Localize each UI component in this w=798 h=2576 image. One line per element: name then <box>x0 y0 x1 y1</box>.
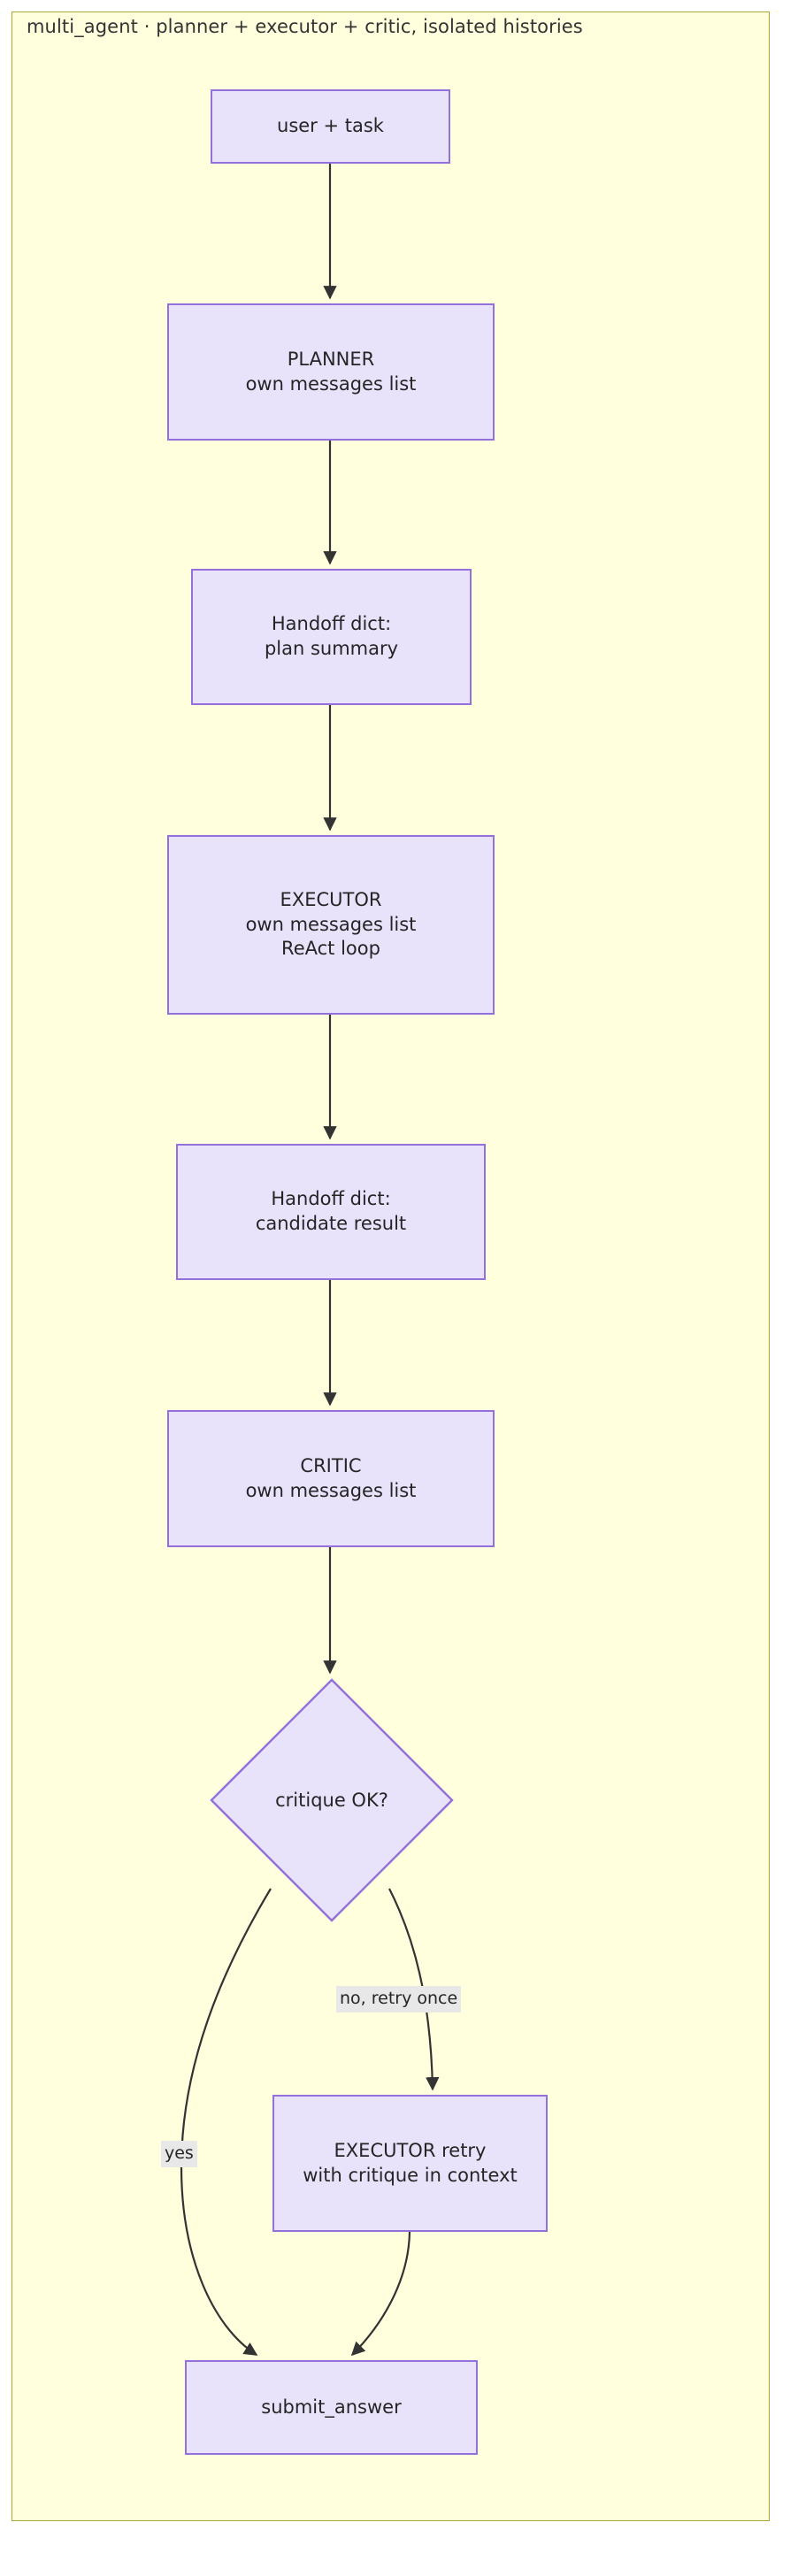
subgraph-title: multi_agent · planner + executor + criti… <box>27 16 583 37</box>
edge-critique-ok-to-executor-retry <box>388 1888 440 2091</box>
node-submit-answer[interactable]: submit_answer <box>185 2360 478 2455</box>
node-critique-ok[interactable]: critique OK? <box>210 1678 454 1922</box>
node-handoff-result-line-1: Handoff dict: <box>271 1188 391 1210</box>
node-critic-line-1: CRITIC <box>300 1454 362 1476</box>
node-handoff-result[interactable]: Handoff dict: candidate result <box>176 1144 486 1280</box>
node-executor-retry-line-2: with critique in context <box>303 2164 518 2186</box>
node-handoff-plan-line-1: Handoff dict: <box>271 613 392 635</box>
node-planner-line-1: PLANNER <box>287 348 375 370</box>
edge-label-yes: yes <box>161 2141 197 2167</box>
edge-critique-ok-to-submit-yes <box>180 1888 272 2356</box>
node-handoff-result-line-2: candidate result <box>255 1213 407 1234</box>
node-user-task-line-1: user + task <box>277 115 384 137</box>
node-executor-retry[interactable]: EXECUTOR retry with critique in context <box>272 2095 548 2232</box>
node-critic[interactable]: CRITIC own messages list <box>167 1410 495 1547</box>
edge-label-no-retry-once: no, retry once <box>336 1986 462 2012</box>
node-planner[interactable]: PLANNER own messages list <box>167 303 495 441</box>
node-planner-line-2: own messages list <box>245 372 417 395</box>
node-executor-retry-line-1: EXECUTOR retry <box>334 2139 487 2161</box>
node-critic-line-2: own messages list <box>245 1479 417 1501</box>
node-executor-line-1: EXECUTOR <box>280 888 382 910</box>
node-executor[interactable]: EXECUTOR own messages list ReAct loop <box>167 835 495 1015</box>
node-executor-line-2: own messages list <box>245 913 417 935</box>
diamond-shape <box>210 1678 454 1922</box>
edge-executor-retry-to-submit <box>350 2231 411 2357</box>
node-handoff-plan-line-2: plan summary <box>264 638 399 659</box>
node-handoff-plan[interactable]: Handoff dict: plan summary <box>191 569 472 705</box>
node-executor-line-3: ReAct loop <box>281 938 380 960</box>
node-submit-answer-line-1: submit_answer <box>261 2396 402 2418</box>
node-user-task[interactable]: user + task <box>211 89 450 164</box>
